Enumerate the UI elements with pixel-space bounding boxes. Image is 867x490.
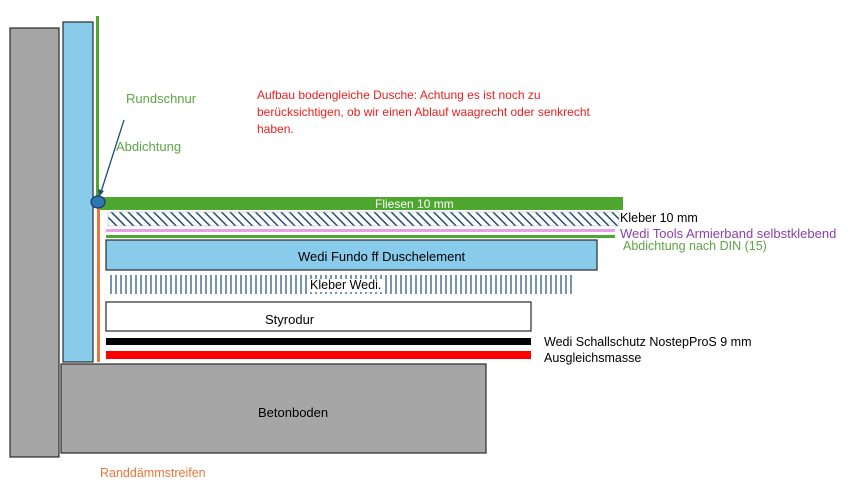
label-styrodur: Styrodur [265,312,315,327]
label-rundschnur: Rundschnur [126,91,197,106]
sealing-pointer-arrow [100,119,125,193]
styrodur-board [105,301,532,332]
wall-panel [62,21,94,363]
label-abdichtung-din: Abdichtung nach DIN (15) [623,239,767,253]
label-kleber-10: Kleber 10 mm [620,211,698,225]
concrete-floor [60,363,487,454]
design-note: Aufbau bodengleiche Dusche: Achtung es i… [257,88,590,136]
din-sealing-layer [106,235,615,238]
leveling-compound-layer [106,351,531,359]
label-fliesen: Fliesen 10 mm [375,197,454,211]
sealing-pointer-arrowhead [98,189,104,197]
concrete-wall [9,27,60,458]
label-randdaemm: Randdämmstreifen [100,466,206,480]
wall-sealing-line [96,16,99,202]
wedi-fundo-element [105,239,598,271]
backer-rod-circle [90,195,106,209]
reinforcing-tape-layer [106,229,615,232]
label-armierband: Wedi Tools Armierband selbstklebend [620,226,837,241]
tiles-layer [100,197,623,210]
label-kleber-wedi: Kleber Wedi. [309,278,383,292]
label-schallschutz: Wedi Schallschutz NostepProS 9 mm [544,335,752,349]
label-ausgleich: Ausgleichsmasse [544,351,642,365]
edge-insulation-strip [97,208,100,362]
label-abdichtung: Abdichtung [116,139,182,154]
sound-insulation-layer [106,338,531,345]
label-fundo: Wedi Fundo ff Duschelement [298,249,466,264]
label-betonboden: Betonboden [258,405,329,420]
tile-adhesive-layer [107,211,620,227]
